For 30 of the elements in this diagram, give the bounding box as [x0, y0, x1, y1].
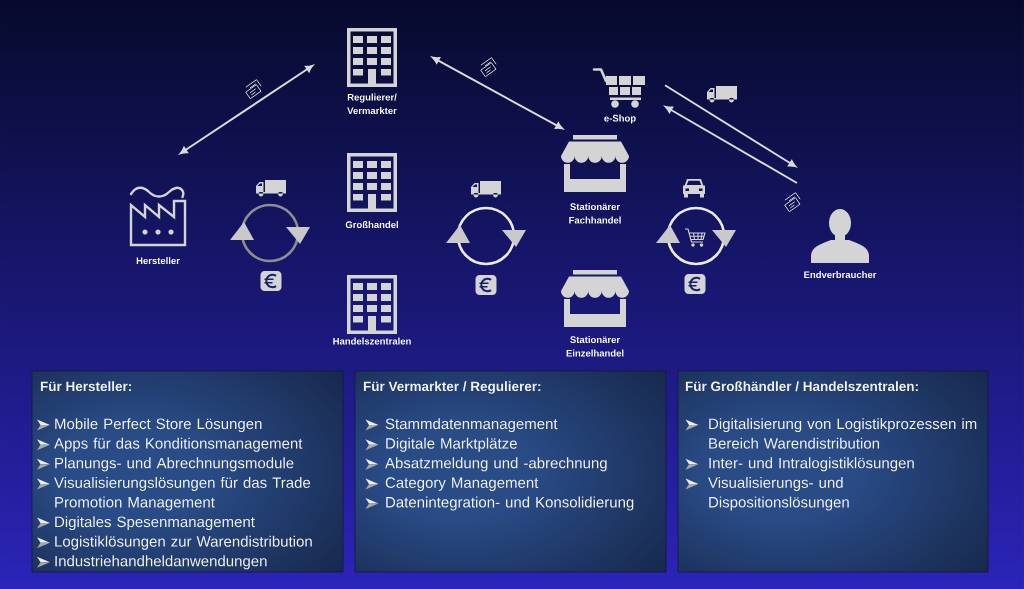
panel-heading: Für Vermarkter / Regulierer: [363, 381, 541, 394]
list-item: Category Management [385, 477, 539, 491]
list-item: Planungs- und Abrechnungsmodule [55, 457, 294, 472]
list-item: Mobile Perfect Store Lösungen [55, 418, 262, 433]
node-label: e-Shop [604, 114, 636, 124]
list-item: Inter- und Intralogistiklösungen [709, 457, 914, 472]
node-label: Handelszentralen [333, 337, 411, 345]
list-item: Datenintegration- und Konsolidierung [386, 496, 634, 511]
list-item: Absatzmeldung und -abrechnung [385, 457, 607, 472]
node-label: Regulierer/ Vermarkter [347, 93, 397, 115]
panel-heading: Für Großhändler / Handelszentralen: [685, 381, 918, 392]
panel-heading: Für Hersteller: [40, 381, 131, 392]
double-arrow [179, 64, 314, 155]
arrow [665, 106, 798, 184]
list-item: Visualisierungs- und Dispositionslösungen [708, 476, 849, 511]
node-label: Stationärer Fachhandel [569, 203, 621, 224]
node-label: Stationärer Einzelhandel [566, 336, 624, 357]
list-item: Apps für das Konditionsmanagement [54, 437, 303, 452]
node-label: Hersteller [136, 257, 180, 265]
list-item: Digitalisierung von Logistikprozessen im Bereich Warendistribution [709, 418, 977, 449]
double-arrow [432, 56, 563, 130]
list-item: Stammdatenmanagement [385, 418, 558, 433]
node-label: Großhandel [345, 221, 398, 229]
list-item: Digitales Spesenmanagement [55, 516, 255, 531]
list-item: Logistiklösungen zur Warendistribution [55, 535, 312, 550]
node-label: Endverbraucher [804, 271, 877, 279]
arrow [664, 84, 797, 168]
list-item: Visualisierungslösungen für das Trade Promotion Management [54, 476, 311, 511]
list-item: Industriehandheldanwendungen [55, 555, 267, 570]
list-item: Digitale Marktplätze [386, 437, 517, 452]
